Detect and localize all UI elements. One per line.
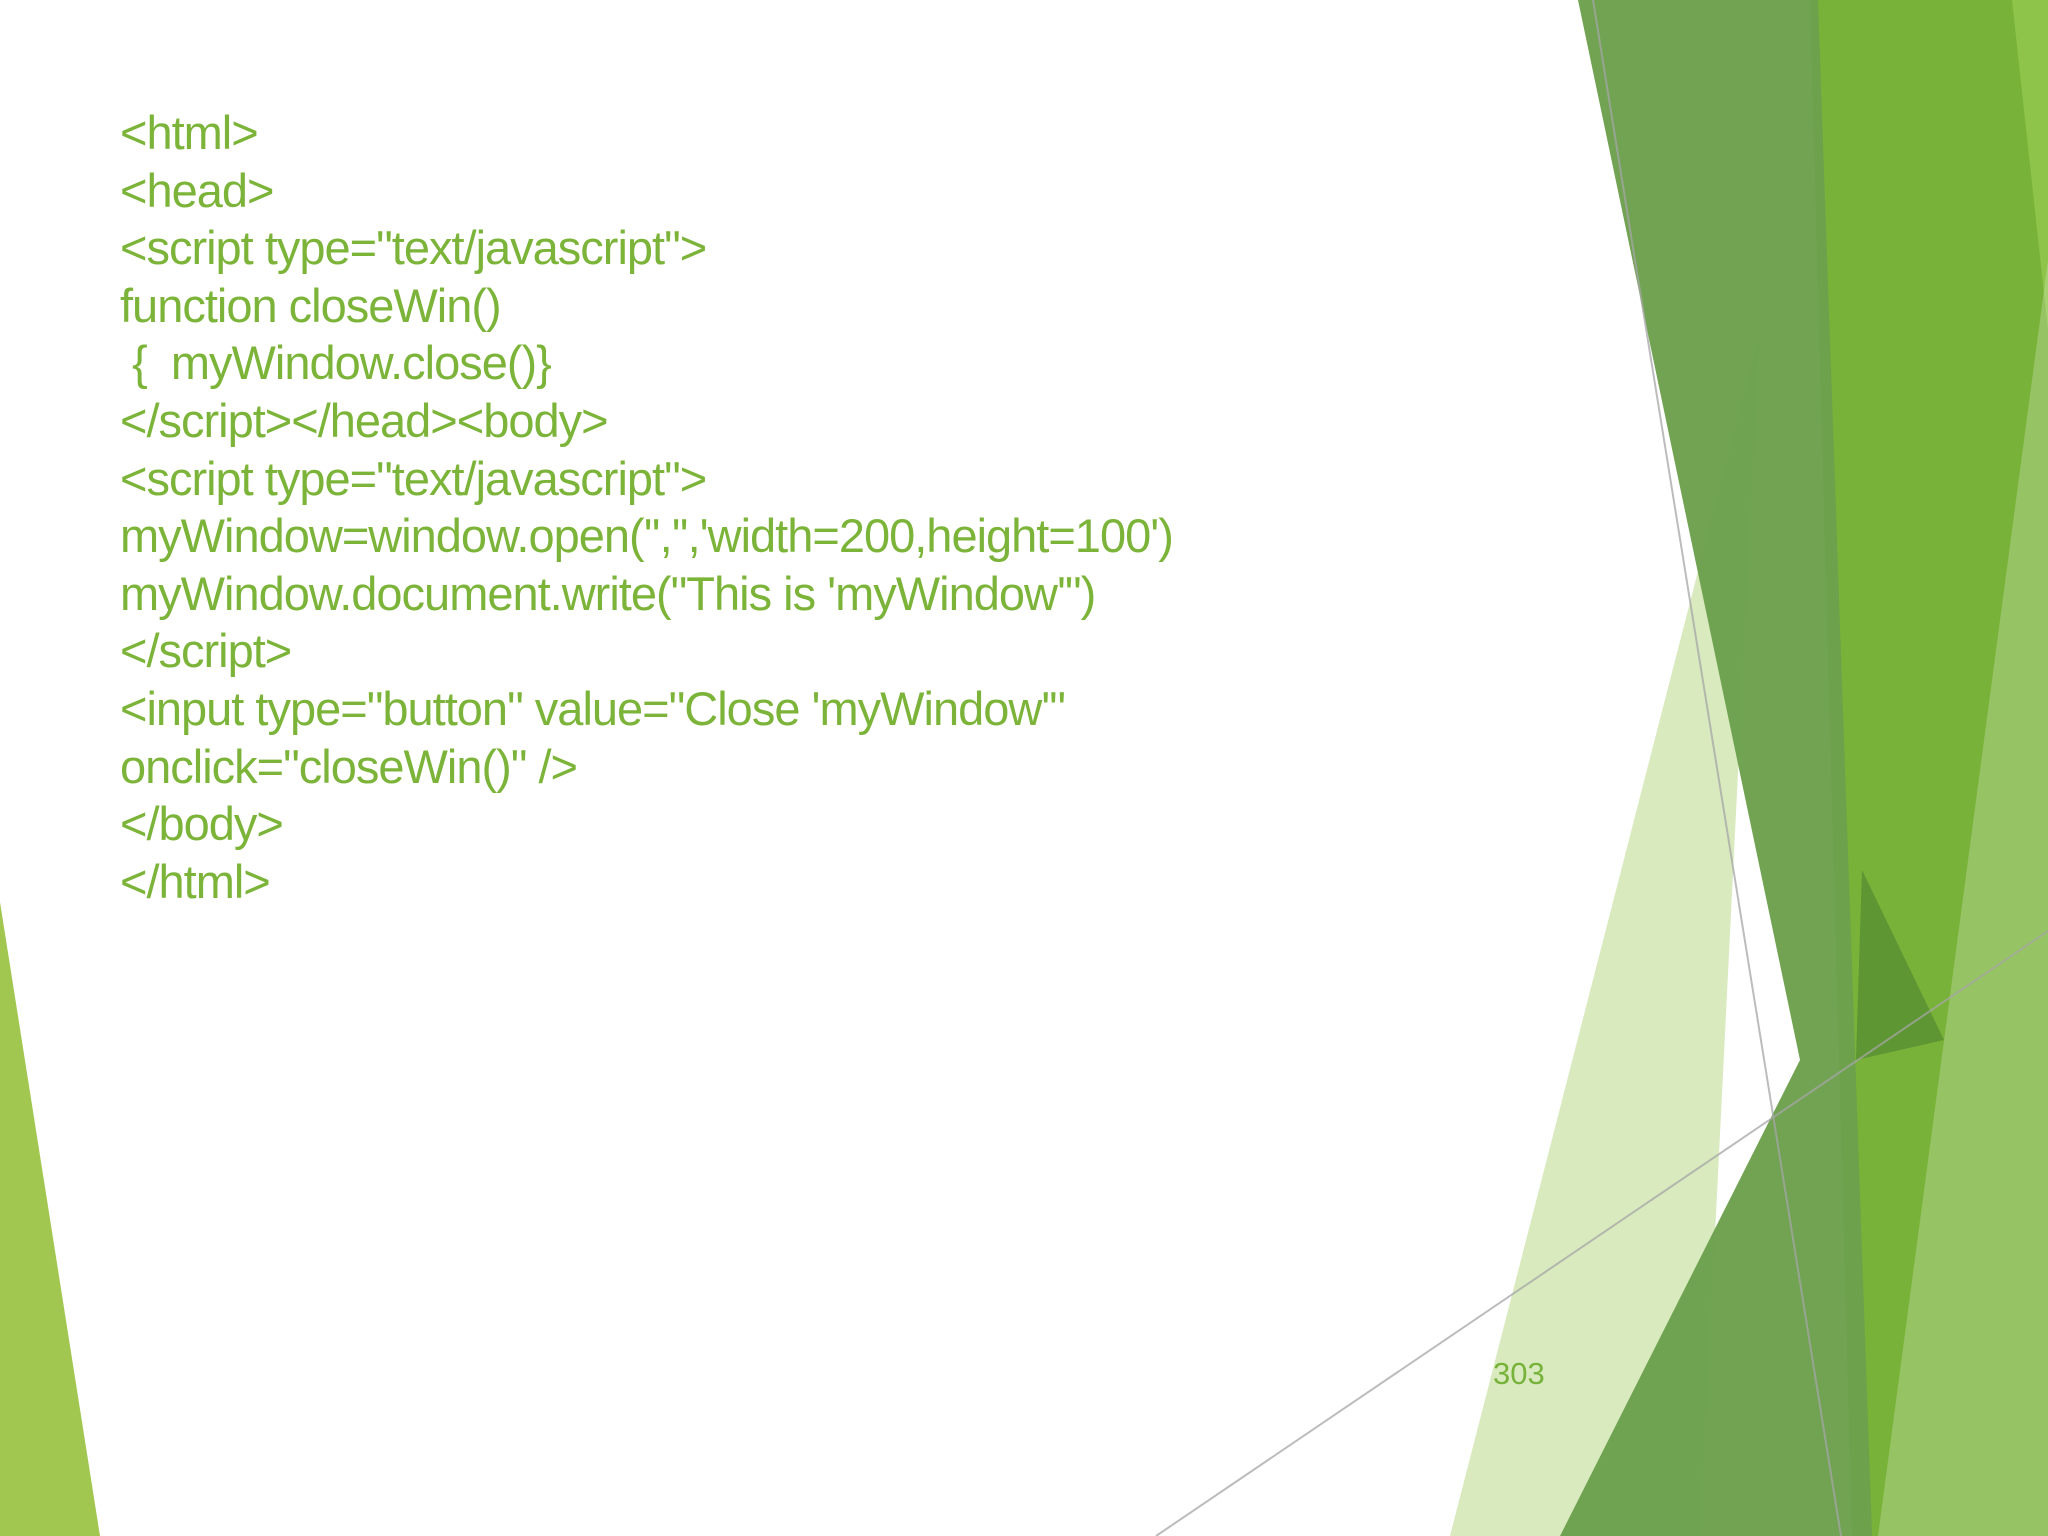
code-line: <script type="text/javascript"> [120, 221, 707, 275]
hairline-diagonal [1155, 930, 2048, 1536]
code-line: <input type="button" value="Close 'myWin… [120, 681, 1066, 735]
code-line: myWindow.document.write("This is 'myWind… [120, 566, 1096, 620]
bright-green-band [1810, 0, 2048, 1536]
page-number: 303 [1493, 1356, 1545, 1391]
left-bottom-wedge [0, 902, 100, 1536]
code-line: onclick="closeWin()" /> [120, 739, 578, 793]
code-line: myWindow=window.open('','','width=200,he… [120, 509, 1174, 563]
code-line: </script> [120, 624, 292, 678]
code-line: </script></head><body> [120, 393, 609, 447]
sage-green-band [1560, 0, 1872, 1536]
code-line: <html> [120, 106, 259, 159]
light-green-top-right-sliver [2012, 0, 2048, 330]
code-line: { myWindow.close()} [120, 336, 552, 390]
hairline-vertical [1592, 0, 1842, 1536]
code-line: </body> [120, 797, 284, 851]
code-block: <html> <head> <script type="text/javascr… [120, 104, 1174, 910]
code-line: <head> [120, 163, 274, 217]
code-line: function closeWin() [120, 278, 502, 332]
dark-overlap-triangle [1856, 870, 1944, 1060]
pale-green-wedge [1450, 330, 1760, 1536]
code-line: </html> [120, 854, 271, 908]
light-overlay-bottom-right [1878, 260, 2048, 1536]
code-line: <script type="text/javascript"> [120, 451, 707, 505]
